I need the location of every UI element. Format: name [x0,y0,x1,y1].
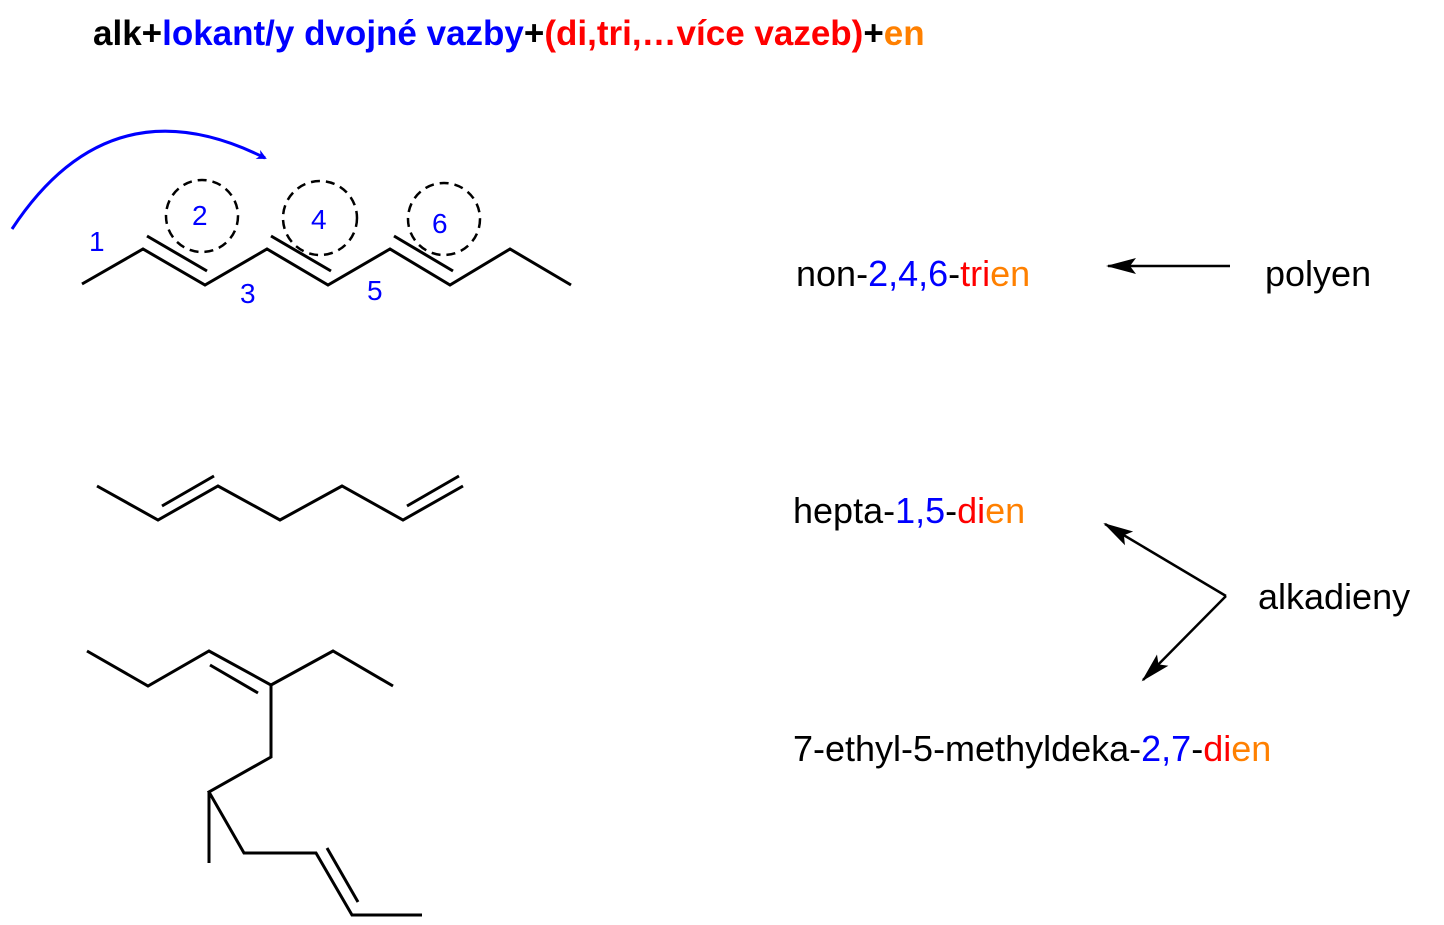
heptadiene-skeleton [96,484,464,522]
name-prefix: hepta- [793,490,896,531]
locant-3: 3 [240,278,256,309]
locant-circle-6 [406,181,482,257]
alkadieny-arrow-down [1141,595,1227,682]
locant-5: 5 [367,275,383,306]
locant-1: 1 [89,226,105,257]
name-dash: - [948,253,961,294]
decadiene-main-chain [86,649,422,917]
category-alkadieny: alkadieny [1258,576,1411,617]
double-bond-4 [270,234,332,273]
name-dash: - [1191,728,1204,769]
double-bond [406,474,460,508]
name-locants: 2,7 [1141,728,1192,769]
title-multiplier: (di,tri,…více vazeb) [544,14,864,53]
name-locants: 1,5 [895,490,946,531]
category-polyen: polyen [1265,253,1372,294]
locant-2: 2 [192,200,208,231]
title-alk: alk+ [93,14,163,53]
locant-circle-4 [281,179,359,257]
double-bond [161,474,215,508]
numbering-direction-arrow [10,129,267,230]
title-suffix: en [883,14,925,53]
title-plus-2: + [863,14,884,53]
name-heptadiene: hepta-1,5-dien [793,490,1025,532]
name-suffix: en [990,253,1031,294]
title-locants: lokant/y dvojné vazby [162,14,524,53]
locant-4: 4 [311,204,327,235]
name-multiplier: tri [960,253,991,294]
name-multiplier: di [957,490,986,531]
ethyl-branch [270,649,394,688]
name-prefix: non- [796,253,869,294]
nonatriene-skeleton [81,247,572,287]
name-prefix: 7-ethyl-5-methyldeka- [793,728,1142,769]
name-suffix: en [1231,728,1272,769]
name-locants: 2,4,6 [868,253,949,294]
name-decadiene: 7-ethyl-5-methyldeka-2,7-dien [793,728,1271,770]
alkadieny-arrow-up [1103,522,1227,598]
double-bond [325,847,360,903]
double-bond-2 [146,234,208,273]
double-bond-6 [393,234,454,273]
naming-rule-title: alk+lokant/y dvojné vazby+(di,tri,…více … [93,14,925,54]
title-plus: + [523,14,545,53]
name-nonatriene: non-2,4,6-trien [796,253,1030,295]
locant-circle-2 [164,178,240,254]
name-dash: - [945,490,958,531]
double-bond [209,663,259,695]
name-multiplier: di [1203,728,1232,769]
locant-6: 6 [432,208,448,239]
name-suffix: en [985,490,1026,531]
